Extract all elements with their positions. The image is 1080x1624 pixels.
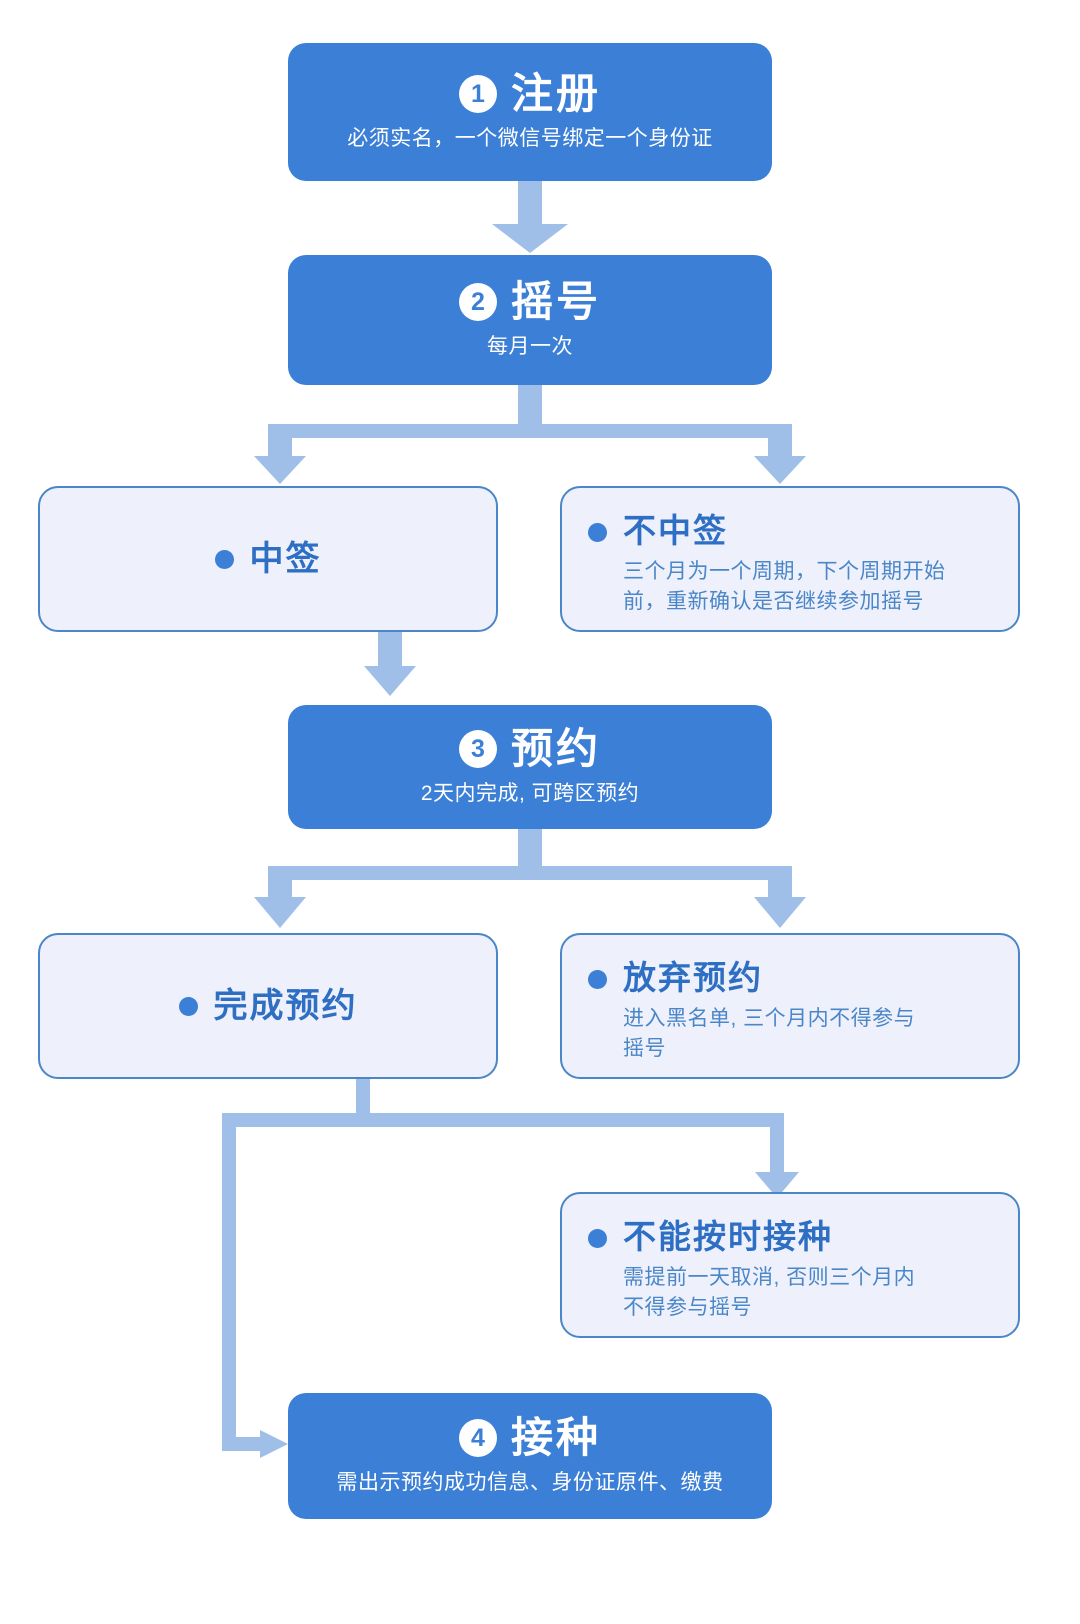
outcome-booking-abandoned-desc-line2: 摇号 [623, 1037, 666, 1061]
step-1-register[interactable]: 1 注册 必须实名，一个微信号绑定一个身份证 [288, 43, 772, 181]
outcome-lost-lottery-desc-line2: 前，重新确认是否继续参加摇号 [623, 590, 924, 614]
outcome-won-lottery-head: 中签 [214, 537, 322, 581]
outcome-booking-abandoned[interactable]: 放弃预约 进入黑名单, 三个月内不得参与 摇号 [560, 933, 1020, 1079]
outcome-lost-lottery-desc-line1: 三个月为一个周期，下个周期开始 [623, 559, 946, 583]
connector-step2-split [254, 383, 806, 484]
step-2-title: 摇号 [510, 278, 601, 326]
step-3-number-badge: 3 [458, 730, 497, 769]
step-4-title: 接种 [510, 1414, 601, 1462]
step-4-subtitle: 需出示预约成功信息、身份证原件、缴费 [336, 1471, 724, 1495]
step-3-subtitle: 2天内完成, 可跨区预约 [420, 782, 640, 806]
connector-step3-split [254, 828, 806, 928]
outcome-booking-abandoned-head: 放弃预约 [588, 957, 992, 1000]
outcome-lost-lottery-title: 不中签 [623, 512, 728, 549]
bullet-dot-icon [588, 970, 607, 989]
step-3-booking[interactable]: 3 预约 2天内完成, 可跨区预约 [288, 705, 772, 829]
outcome-lost-lottery-head: 不中签 [588, 510, 992, 553]
outcome-won-lottery[interactable]: 中签 [38, 486, 498, 632]
outcome-booking-abandoned-title: 放弃预约 [623, 959, 763, 996]
outcome-cannot-attend-desc-line2: 不得参与摇号 [623, 1296, 752, 1320]
bullet-dot-icon [588, 1229, 607, 1248]
outcome-booking-done-title: 完成预约 [213, 986, 358, 1025]
connector-zhongqian-to-step3 [364, 630, 416, 696]
step-1-number-badge: 1 [458, 75, 497, 114]
step-1-title: 注册 [510, 70, 601, 118]
step-3-title-row: 3 预约 [458, 725, 601, 773]
step-2-subtitle: 每月一次 [487, 335, 573, 359]
outcome-booking-done[interactable]: 完成预约 [38, 933, 498, 1079]
outcome-won-lottery-title: 中签 [249, 539, 322, 578]
connector-wancheng-split [222, 1078, 799, 1458]
step-2-lottery[interactable]: 2 摇号 每月一次 [288, 255, 772, 385]
outcome-cannot-attend-head: 不能按时接种 [588, 1216, 992, 1259]
outcome-lost-lottery[interactable]: 不中签 三个月为一个周期，下个周期开始 前，重新确认是否继续参加摇号 [560, 486, 1020, 632]
outcome-cannot-attend-desc-line1: 需提前一天取消, 否则三个月内 [623, 1265, 916, 1289]
step-4-vaccination[interactable]: 4 接种 需出示预约成功信息、身份证原件、缴费 [288, 1393, 772, 1519]
outcome-booking-abandoned-desc-line1: 进入黑名单, 三个月内不得参与 [623, 1006, 916, 1030]
bullet-dot-icon [214, 549, 234, 569]
outcome-booking-done-head: 完成预约 [178, 984, 358, 1028]
connector-step1-to-step2 [492, 180, 568, 253]
step-4-title-row: 4 接种 [458, 1414, 601, 1462]
step-2-title-row: 2 摇号 [458, 278, 601, 326]
outcome-cannot-attend-title: 不能按时接种 [623, 1218, 833, 1255]
bullet-dot-icon [178, 996, 198, 1016]
outcome-cannot-attend[interactable]: 不能按时接种 需提前一天取消, 否则三个月内 不得参与摇号 [560, 1192, 1020, 1338]
bullet-dot-icon [588, 523, 607, 542]
step-1-subtitle: 必须实名，一个微信号绑定一个身份证 [347, 127, 713, 151]
step-4-number-badge: 4 [458, 1419, 497, 1458]
step-3-title: 预约 [510, 725, 601, 773]
step-1-title-row: 1 注册 [458, 70, 601, 118]
step-2-number-badge: 2 [458, 283, 497, 322]
